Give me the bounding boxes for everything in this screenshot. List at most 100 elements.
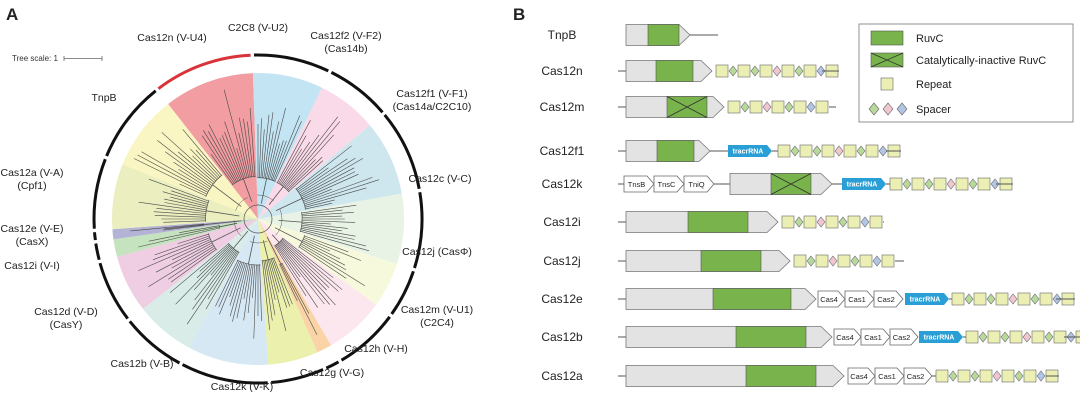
tree-branch — [302, 240, 341, 260]
tree-branch — [173, 161, 212, 188]
tree-branch — [301, 204, 357, 214]
repeat — [987, 330, 1001, 344]
tree-branch — [196, 245, 231, 279]
clade-sector — [112, 219, 259, 240]
clade-sectors — [112, 73, 405, 365]
tree-branch — [177, 151, 215, 183]
clade-label: Cas12i (V-I) — [4, 260, 59, 272]
clade-sector — [113, 219, 259, 257]
tree-branch — [164, 198, 207, 209]
spacer — [1044, 331, 1054, 343]
tree-branch — [219, 222, 238, 228]
gene-label: TniQ — [688, 180, 704, 189]
row-labels: TnpBCas12nCas12mCas12f1Cas12kCas12iCas12… — [540, 28, 585, 383]
spacer — [750, 65, 760, 77]
repeat — [1023, 369, 1037, 383]
repeat — [843, 144, 857, 158]
legend-repeat-label: Repeat — [916, 79, 951, 91]
tree-branch — [154, 235, 210, 256]
tree-branch — [302, 173, 359, 200]
tree-branch — [300, 167, 355, 197]
tree-branch — [278, 242, 336, 306]
repeat — [965, 330, 979, 344]
tree-branch — [210, 248, 234, 276]
phylogenetic-tree: Cas12n (V-U4)C2C8 (V-U2)Cas12f2 (V-F2)(C… — [0, 22, 473, 393]
ruvc-domain — [687, 211, 749, 233]
repeat — [803, 215, 817, 229]
tree-root-arc — [233, 194, 283, 244]
tree-branch — [179, 183, 207, 197]
repeat — [759, 64, 773, 78]
clade-label: Cas12e (V-E) — [0, 223, 63, 235]
clade-label: Cas12b (V-B) — [110, 358, 173, 370]
ruvc-domain — [735, 326, 807, 348]
row-label: Cas12j — [543, 254, 580, 268]
tree-branch — [260, 178, 267, 204]
repeat — [799, 144, 813, 158]
tree-branch — [301, 241, 346, 266]
spacer — [838, 216, 848, 228]
spacer — [924, 178, 934, 190]
tree-branch — [249, 107, 256, 177]
spacer — [1022, 331, 1032, 343]
clade-ring-segment — [390, 270, 415, 315]
tree-branch — [301, 212, 354, 217]
clade-ring-segment — [157, 53, 251, 90]
tree-branch — [259, 118, 262, 178]
tree-branch — [285, 134, 334, 189]
repeat — [859, 254, 873, 268]
spacer — [762, 101, 772, 113]
tree-branch — [259, 264, 262, 322]
tree-branch — [263, 260, 273, 321]
repeat — [881, 254, 895, 268]
tree-branch — [277, 243, 325, 305]
tree-branch — [282, 238, 334, 278]
tree-branch — [304, 187, 367, 206]
tree-branch — [304, 179, 379, 205]
accessory-gene — [833, 328, 862, 346]
tree-branch — [155, 242, 213, 273]
tree-branch — [252, 264, 256, 298]
outer-ring — [92, 53, 424, 385]
tree-branches — [130, 89, 379, 339]
tree-root-arc — [243, 204, 273, 234]
tree-branch — [247, 121, 254, 177]
locus-architectures: TnpBCas12nCas12mCas12f1Cas12kCas12iCas12… — [540, 23, 1080, 387]
tree-branch — [297, 167, 329, 191]
tree-branch — [278, 243, 330, 305]
tree-branch — [266, 260, 276, 300]
ruvc-domain — [712, 288, 792, 310]
tree-branch — [224, 131, 243, 180]
tree-branch — [267, 108, 286, 179]
tree-branch — [177, 233, 209, 244]
tree-branch — [186, 250, 237, 325]
legend-inactive-cross — [870, 52, 904, 68]
repeat — [973, 292, 987, 306]
tree-branch — [281, 263, 310, 314]
spacer — [812, 145, 822, 157]
tree-branch — [301, 223, 348, 229]
repeat — [737, 64, 751, 78]
legend-spacer-label: Spacer — [916, 104, 951, 116]
tree-branch — [232, 230, 249, 249]
clade-sublabel: (Cpf1) — [17, 180, 46, 192]
tracrrna-element — [728, 145, 772, 157]
clade-sector — [258, 125, 402, 219]
repeat — [821, 144, 835, 158]
tree-branch — [301, 224, 342, 232]
clade-sublabel: (CasY) — [50, 319, 83, 331]
tree-branch — [303, 238, 331, 252]
tree-branch — [298, 246, 347, 279]
repeat — [935, 369, 949, 383]
tree-branch — [301, 226, 356, 237]
repeat — [793, 100, 807, 114]
tree-branch — [243, 178, 253, 202]
panel-a-label: A — [6, 5, 18, 24]
tree-branch — [219, 261, 242, 315]
clade-ring-segment — [340, 315, 391, 362]
locus-tnpb — [625, 24, 718, 46]
clade-label: Cas12n (V-U4) — [137, 32, 206, 44]
accessory-gene — [844, 290, 875, 308]
